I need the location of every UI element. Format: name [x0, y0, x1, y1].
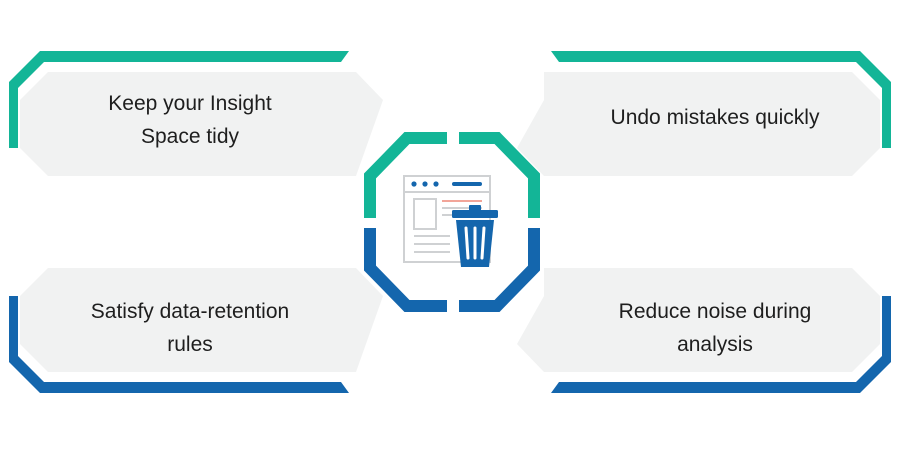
benefit-line-2: Space tidy [140, 125, 240, 148]
benefit-text-bottom-right: Reduce noise during analysis [565, 295, 865, 361]
benefit-panel-bottom-left [9, 268, 383, 393]
panel-background [517, 72, 880, 176]
panel-background [20, 72, 383, 176]
panel-background [517, 268, 880, 372]
benefit-line-2: analysis [677, 333, 753, 356]
benefit-panel-top-right [517, 51, 891, 176]
octagon-teal-left [364, 132, 447, 218]
panel-accent-teal [551, 51, 891, 148]
benefit-text-top-left: Keep your Insight Space tidy [40, 87, 340, 153]
benefit-panel-top-left [9, 51, 383, 176]
benefit-panel-bottom-right [517, 268, 891, 393]
octagon-blue-left [364, 228, 447, 312]
benefit-line-1: Reduce noise during [618, 300, 812, 323]
center-octagon-frame [364, 132, 540, 312]
octagon-teal-right [459, 132, 540, 218]
benefit-text-bottom-left: Satisfy data-retention rules [40, 295, 340, 361]
panel-accent-teal [9, 51, 349, 148]
trash-can-icon [452, 205, 498, 267]
benefit-line-1: Keep your Insight [108, 92, 272, 115]
octagon-blue-right [459, 228, 540, 312]
benefit-line-2: rules [167, 333, 213, 356]
benefit-line-1: Undo mistakes quickly [610, 106, 820, 129]
panel-accent-blue [551, 296, 891, 393]
panel-accent-blue [9, 296, 349, 393]
benefit-text-top-right: Undo mistakes quickly [565, 101, 865, 134]
benefit-line-1: Satisfy data-retention [90, 300, 290, 323]
panel-background [20, 268, 383, 372]
